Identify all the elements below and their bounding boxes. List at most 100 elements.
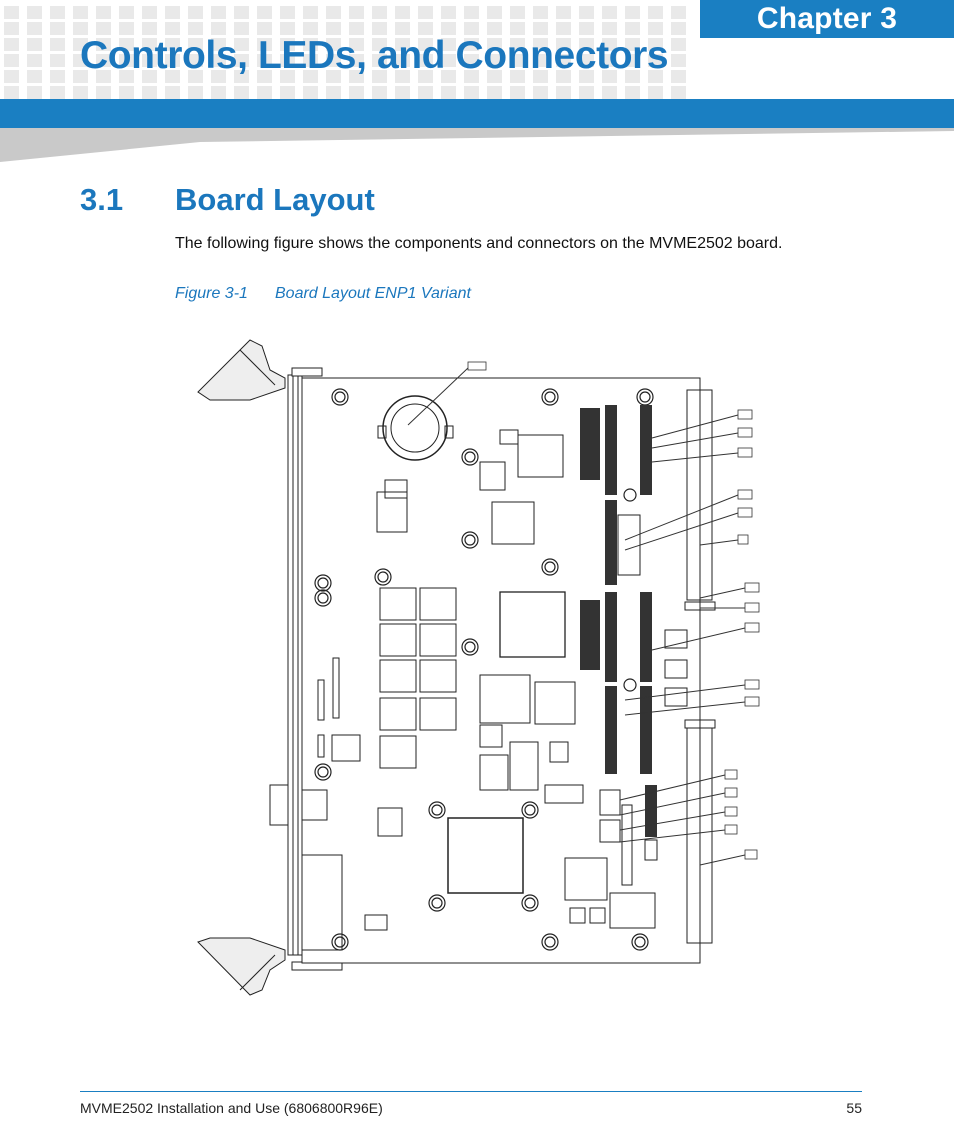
pattern-square xyxy=(625,6,640,19)
pattern-square xyxy=(441,38,456,51)
pattern-square xyxy=(625,70,640,83)
pattern-square xyxy=(326,6,341,19)
pattern-square xyxy=(119,38,134,51)
pattern-square xyxy=(602,70,617,83)
pattern-square xyxy=(73,54,88,67)
pattern-square xyxy=(395,54,410,67)
pattern-square xyxy=(27,54,42,67)
page-title: Controls, LEDs, and Connectors xyxy=(80,34,669,77)
pattern-square xyxy=(119,54,134,67)
pattern-square xyxy=(119,70,134,83)
pattern-square xyxy=(257,38,272,51)
page-number: 55 xyxy=(846,1100,862,1116)
pattern-square xyxy=(96,54,111,67)
pattern-square xyxy=(165,22,180,35)
pattern-square xyxy=(418,38,433,51)
pattern-square xyxy=(211,86,226,99)
pattern-square xyxy=(533,54,548,67)
pattern-square xyxy=(188,6,203,19)
pattern-square xyxy=(234,38,249,51)
pattern-square xyxy=(303,22,318,35)
pattern-square xyxy=(372,54,387,67)
pattern-square xyxy=(464,6,479,19)
pattern-square xyxy=(211,70,226,83)
pattern-square xyxy=(73,38,88,51)
pattern-square xyxy=(303,54,318,67)
pattern-square xyxy=(579,38,594,51)
pattern-square xyxy=(188,70,203,83)
pattern-square xyxy=(257,22,272,35)
footer-doc-title: MVME2502 Installation and Use (6806800R9… xyxy=(80,1100,383,1116)
pattern-square xyxy=(464,70,479,83)
pattern-square xyxy=(4,6,19,19)
pattern-square xyxy=(211,22,226,35)
pattern-square xyxy=(27,70,42,83)
pattern-square xyxy=(487,22,502,35)
pattern-square xyxy=(165,38,180,51)
pattern-square xyxy=(280,6,295,19)
pattern-square xyxy=(73,70,88,83)
pattern-square xyxy=(648,38,663,51)
pattern-square xyxy=(579,70,594,83)
pattern-square xyxy=(211,38,226,51)
pattern-square xyxy=(418,54,433,67)
pattern-square xyxy=(280,54,295,67)
pattern-square xyxy=(257,70,272,83)
pattern-square xyxy=(50,54,65,67)
pattern-square xyxy=(50,38,65,51)
pattern-square xyxy=(441,54,456,67)
pattern-square xyxy=(4,38,19,51)
pattern-square xyxy=(188,38,203,51)
pattern-square xyxy=(165,54,180,67)
pattern-square xyxy=(27,86,42,99)
pattern-square xyxy=(372,38,387,51)
pattern-square xyxy=(142,38,157,51)
pattern-square xyxy=(556,86,571,99)
pattern-square xyxy=(510,54,525,67)
pattern-square xyxy=(579,86,594,99)
pattern-square xyxy=(280,22,295,35)
pattern-square xyxy=(4,22,19,35)
pattern-square xyxy=(303,38,318,51)
pattern-square xyxy=(165,6,180,19)
pattern-square xyxy=(418,86,433,99)
chapter-label: Chapter 3 xyxy=(756,2,898,35)
pattern-square xyxy=(326,22,341,35)
pattern-square xyxy=(50,6,65,19)
pattern-square xyxy=(418,22,433,35)
pattern-square xyxy=(73,22,88,35)
pattern-square xyxy=(487,38,502,51)
pattern-square xyxy=(533,86,548,99)
pattern-square xyxy=(510,86,525,99)
pattern-square xyxy=(188,54,203,67)
pattern-square xyxy=(464,54,479,67)
pattern-square xyxy=(349,86,364,99)
pattern-square xyxy=(510,6,525,19)
pattern-square xyxy=(395,38,410,51)
pattern-square xyxy=(510,22,525,35)
pattern-square xyxy=(533,6,548,19)
pattern-square xyxy=(441,86,456,99)
pattern-square xyxy=(50,86,65,99)
pattern-square xyxy=(349,70,364,83)
pattern-square xyxy=(464,22,479,35)
pattern-square xyxy=(441,70,456,83)
pattern-square xyxy=(487,86,502,99)
pattern-square xyxy=(648,86,663,99)
pattern-square xyxy=(50,70,65,83)
pattern-square xyxy=(96,22,111,35)
pattern-square xyxy=(27,38,42,51)
pattern-square xyxy=(349,54,364,67)
pattern-square xyxy=(648,70,663,83)
pattern-square xyxy=(556,6,571,19)
pattern-square xyxy=(579,54,594,67)
pattern-square xyxy=(349,6,364,19)
pattern-square xyxy=(372,86,387,99)
section-number: 3.1 xyxy=(80,182,124,217)
figure-label: Figure 3-1 xyxy=(175,285,248,302)
pattern-square xyxy=(234,54,249,67)
pattern-square xyxy=(602,86,617,99)
pattern-square xyxy=(579,6,594,19)
pattern-square xyxy=(556,54,571,67)
pattern-square xyxy=(625,54,640,67)
